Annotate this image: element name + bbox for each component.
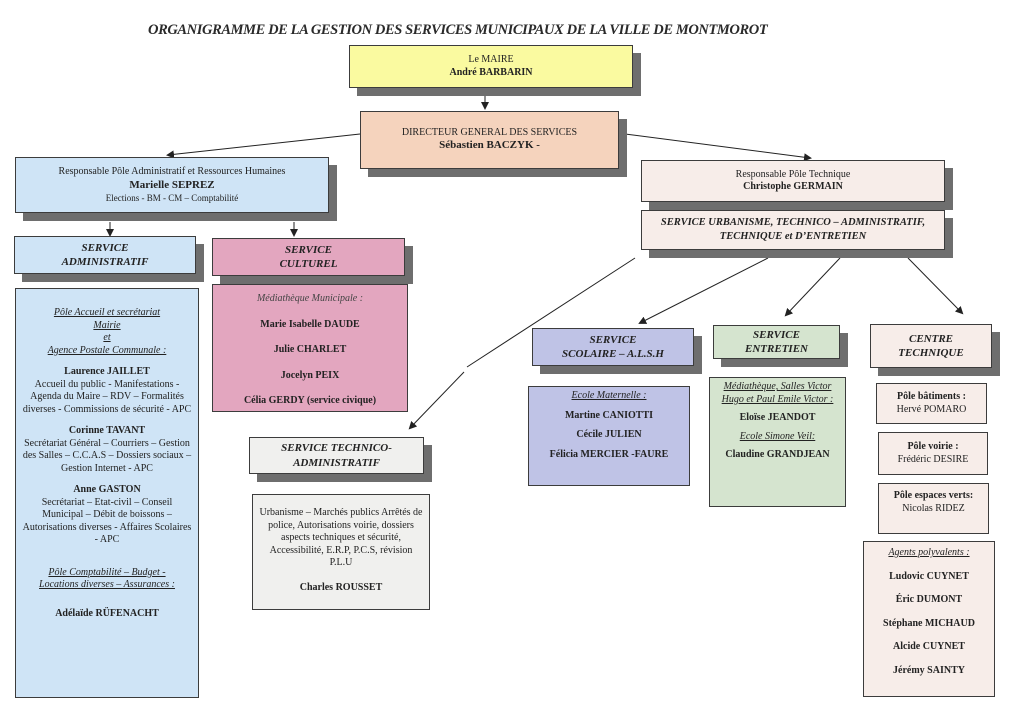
pole-compta-line-1: Pôle Comptabilité – Budget - [48,566,166,578]
scolaire-staff: Martine CANIOTTI [564,409,654,421]
staff-duties: Accueil du public - Manifestations - Age… [22,378,192,415]
culturel-staff: Julie CHARLET [273,344,347,355]
pole-name: Nicolas RIDEZ [902,502,965,514]
service-culturel-body: Médiathèque Municipale : Marie Isabelle … [212,284,408,412]
agents-polyvalents-box: Agents polyvalents : Ludovic CUYNET Éric… [863,541,995,697]
pole-voirie-box: Pôle voirie : Frédéric DESIRE [878,432,988,475]
line-dgs-pole-technique [624,133,812,162]
service-urbanisme-box: SERVICE URBANISME, TECHNICO – ADMINISTRA… [641,210,945,250]
pole-admin-role: Responsable Pôle Administratif et Ressou… [58,166,286,178]
service-admin-header: SERVICE ADMINISTRATIF [14,236,196,274]
staff-name: Corinne TAVANT [68,425,146,436]
culturel-staff: Célia GERDY (service civique) [243,395,377,406]
pole-compta-line-2: Locations diverses – Assurances : [39,579,175,590]
entretien-name-1: Eloïse JEANDOT [739,412,816,423]
agent-name: Alcide CUYNET [893,641,965,652]
staff-duties: Secrétariat Général – Courriers – Gestio… [22,437,192,474]
service-entretien-body: Médiathèque, Salles Victor Hugo et Paul … [709,377,846,507]
centre-technique-title-1: CENTRE [908,332,953,345]
pole-admin-box: Responsable Pôle Administratif et Ressou… [15,157,329,213]
line-urbanisme-entretien [784,257,841,317]
pole-technique-box: Responsable Pôle Technique Christophe GE… [641,160,945,202]
pole-name: Hervé POMARO [896,403,967,415]
entretien-title-1: SERVICE [753,328,800,341]
line-urbanisme-centre-technique [907,257,964,315]
pole-label: Pôle voirie : [907,441,959,452]
technico-admin-name: Charles ROUSSET [299,581,383,593]
maire-name: André BARBARIN [449,66,533,78]
service-culturel-title-1: SERVICE [285,243,332,256]
urbanisme-line-1: SERVICE URBANISME, TECHNICO – ADMINISTRA… [660,217,926,229]
compta-name: Adélaïde RÜFENACHT [55,607,159,619]
culturel-staff: Marie Isabelle DAUDE [260,318,360,330]
line-urbanisme-scolaire [638,257,769,324]
service-scolaire-body: Ecole Maternelle : Martine CANIOTTI Céci… [528,386,690,486]
pole-technique-role: Responsable Pôle Technique [735,168,851,180]
service-culturel-title-2: CULTUREL [279,258,338,270]
maire-role: Le MAIRE [468,54,514,65]
dgs-name: Sébastien BACZYK - [439,139,540,152]
pole-accueil-line-4: Agence Postale Communale : [47,344,167,356]
agents-label: Agents polyvalents : [888,547,970,558]
maire-box: Le MAIRE André BARBARIN [349,45,633,88]
pole-batiments-box: Pôle bâtiments : Hervé POMARO [876,383,987,424]
scolaire-staff: Cécile JULIEN [576,429,642,440]
culturel-subtitle: Médiathèque Municipale : [256,293,364,304]
service-admin-title-1: SERVICE [81,241,129,254]
service-admin-body: Pôle Accueil et secrétariat Mairie et Ag… [15,288,199,698]
technico-admin-title-2: ADMINISTRATIF [293,456,380,469]
scolaire-title-2: SCOLAIRE – A.L.S.H [562,348,664,360]
dgs-role: DIRECTEUR GENERAL DES SERVICES [401,126,578,138]
entretien-name-2: Claudine GRANDJEAN [725,449,830,460]
centre-technique-header: CENTRE TECHNIQUE [870,324,992,368]
staff-duties: Secrétariat – Etat-civil – Conseil Munic… [22,496,192,546]
dgs-box: DIRECTEUR GENERAL DES SERVICES Sébastien… [360,111,619,169]
pole-accueil-line-3: et [103,332,111,343]
pole-label: Pôle bâtiments : [897,391,966,402]
pole-technique-name: Christophe GERMAIN [743,181,843,192]
pole-accueil-line-2: Mairie [93,319,121,331]
technico-admin-duties: Urbanisme – Marchés publics Arrêtés de p… [259,507,423,568]
scolaire-title-1: SERVICE [589,333,637,346]
scolaire-subtitle: Ecole Maternelle : [571,390,647,401]
entretien-site-2: Ecole Simone Veil: [739,430,816,442]
entretien-title-2: ENTRETIEN [745,343,808,355]
pole-admin-name: Marielle SEPREZ [129,178,215,191]
pole-label: Pôle espaces verts: [893,490,974,501]
entretien-site-1: Médiathèque, Salles Victor Hugo et Paul … [721,381,834,405]
service-technico-admin-header: SERVICE TECHNICO- ADMINISTRATIF [249,437,424,474]
service-admin-title-2: ADMINISTRATIF [61,256,149,268]
service-entretien-header: SERVICE ENTRETIEN [713,325,840,359]
culturel-staff: Jocelyn PEIX [280,369,340,381]
service-technico-admin-body: Urbanisme – Marchés publics Arrêtés de p… [252,494,430,610]
agent-name: Éric DUMONT [895,594,963,605]
centre-technique-title-2: TECHNIQUE [898,347,964,359]
urbanisme-line-2: TECHNIQUE et D’ENTRETIEN [719,231,867,242]
pole-accueil-line-1: Pôle Accueil et secrétariat [53,307,161,318]
chart-title: ORGANIGRAMME DE LA GESTION DES SERVICES … [148,22,768,38]
agent-name: Ludovic CUYNET [889,570,969,582]
pole-admin-duties: Elections - BM - CM – Comptabilité [105,192,239,203]
line-urbanisme-technico-admin-2 [408,371,465,430]
agent-name: Jérémy SAINTY [893,664,965,676]
pole-name: Frédéric DESIRE [897,453,969,465]
agent-name: Stéphane MICHAUD [883,617,975,629]
scolaire-staff: Félicia MERCIER -FAURE [549,448,669,460]
service-culturel-header: SERVICE CULTUREL [212,238,405,276]
line-dgs-pole-admin [166,133,361,159]
pole-espaces-verts-box: Pôle espaces verts: Nicolas RIDEZ [878,483,989,534]
staff-name: Anne GASTON [73,484,141,495]
service-scolaire-header: SERVICE SCOLAIRE – A.L.S.H [532,328,694,366]
staff-name: Laurence JAILLET [64,366,150,377]
technico-admin-title-1: SERVICE TECHNICO- [281,442,392,455]
